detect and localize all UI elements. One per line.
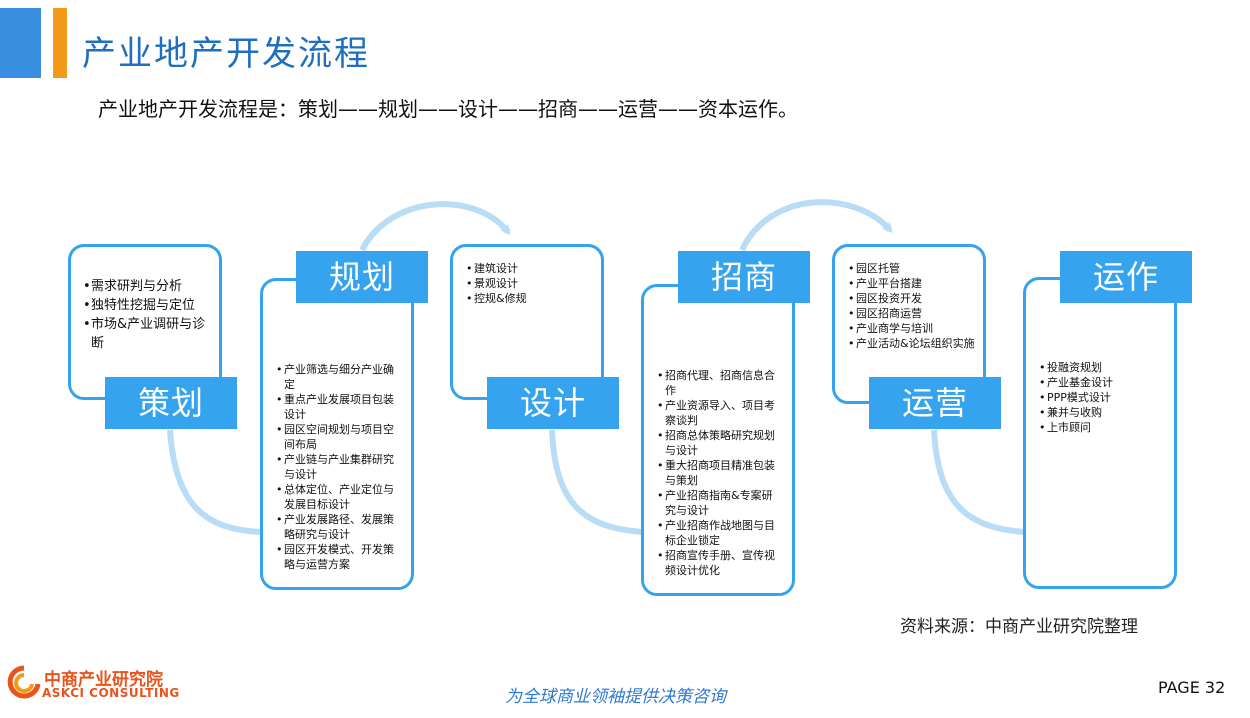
list-item: 产业商学与培训 <box>848 321 978 336</box>
list-item: 控规&修规 <box>466 291 596 306</box>
stage-list-yunzuo: 投融资规划 产业基金设计 PPP模式设计 兼并与收购 上市顾问 <box>1039 360 1169 435</box>
page-number: PAGE 32 <box>1158 678 1226 697</box>
list-item: 招商宣传手册、宣传视频设计优化 <box>657 548 781 578</box>
list-item: 建筑设计 <box>466 261 596 276</box>
stage-list-cehua: 需求研判与分析 独特性挖掘与定位 市场&产业调研与诊断 <box>83 277 213 353</box>
list-item: 产业链与产业集群研究与设计 <box>276 452 400 482</box>
list-item: 园区开发模式、开发策略与运营方案 <box>276 542 400 572</box>
list-item: 园区投资开发 <box>848 291 978 306</box>
header-accent-bar-orange <box>53 8 67 78</box>
list-item: 产业招商作战地图与目标企业锁定 <box>657 518 781 548</box>
arc-3 <box>549 429 644 535</box>
list-item: 独特性挖掘与定位 <box>83 296 213 315</box>
footer-slogan: 为全球商业领袖提供决策咨询 <box>505 687 726 707</box>
stage-list-yunying: 园区托管 产业平台搭建 园区投资开发 园区招商运营 产业商学与培训 产业活动&论… <box>848 261 978 351</box>
stage-label-guihua: 规划 <box>296 251 428 303</box>
stage-label-cehua: 策划 <box>105 377 237 429</box>
list-item: 兼并与收购 <box>1039 405 1169 420</box>
list-item: 重大招商项目精准包装与策划 <box>657 458 781 488</box>
list-item: 市场&产业调研与诊断 <box>83 315 213 353</box>
header-accent-bar-blue <box>0 8 41 78</box>
list-item: 总体定位、产业定位与发展目标设计 <box>276 482 400 512</box>
list-item: 园区招商运营 <box>848 306 978 321</box>
arc-4 <box>739 199 893 252</box>
list-item: 上市顾问 <box>1039 420 1169 435</box>
stage-label-sheji: 设计 <box>487 377 619 429</box>
stage-list-guihua: 产业筛选与细分产业确定 重点产业发展项目包装设计 园区空间规划与项目空间布局 产… <box>276 362 400 572</box>
list-item: 需求研判与分析 <box>83 277 213 296</box>
list-item: 产业发展路径、发展策略研究与设计 <box>276 512 400 542</box>
list-item: 产业筛选与细分产业确定 <box>276 362 400 392</box>
list-item: 招商代理、招商信息合作 <box>657 368 781 398</box>
stage-list-zhaoshang: 招商代理、招商信息合作 产业资源导入、项目考察谈判 招商总体策略研究规划与设计 … <box>657 368 781 578</box>
stage-label-yunying: 运营 <box>869 377 1001 429</box>
list-item: 产业招商指南&专案研究与设计 <box>657 488 781 518</box>
list-item: 重点产业发展项目包装设计 <box>276 392 400 422</box>
list-item: PPP模式设计 <box>1039 390 1169 405</box>
logo-name-en: ASKCI CONSULTING <box>42 686 180 700</box>
list-item: 产业基金设计 <box>1039 375 1169 390</box>
arc-5 <box>931 429 1026 535</box>
list-item: 园区托管 <box>848 261 978 276</box>
list-item: 景观设计 <box>466 276 596 291</box>
arc-1 <box>167 429 263 535</box>
list-item: 产业活动&论坛组织实施 <box>848 336 978 351</box>
list-item: 产业平台搭建 <box>848 276 978 291</box>
list-item: 招商总体策略研究规划与设计 <box>657 428 781 458</box>
stage-label-zhaoshang: 招商 <box>678 251 810 303</box>
page-title: 产业地产开发流程 <box>82 34 370 74</box>
list-item: 产业资源导入、项目考察谈判 <box>657 398 781 428</box>
stage-list-sheji: 建筑设计 景观设计 控规&修规 <box>466 261 596 306</box>
arc-2 <box>359 201 511 252</box>
page-subtitle: 产业地产开发流程是：策划——规划——设计——招商——运营——资本运作。 <box>98 97 798 121</box>
logo-name-cn: 中商产业研究院 <box>44 670 163 690</box>
stage-label-yunzuo: 运作 <box>1060 251 1192 303</box>
source-note: 资料来源：中商产业研究院整理 <box>900 617 1138 637</box>
list-item: 投融资规划 <box>1039 360 1169 375</box>
list-item: 园区空间规划与项目空间布局 <box>276 422 400 452</box>
askci-logo-icon <box>7 665 41 699</box>
